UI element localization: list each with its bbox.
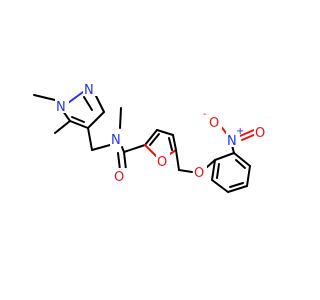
bond-ar-5-6: [211, 179, 229, 193]
bond-ch2-namide: [91, 144, 111, 151]
bond-namide-methyl: [119, 107, 122, 129]
atom-o-nitro-right: O: [255, 126, 265, 141]
bond-c3-c4: [87, 111, 105, 129]
structure-canvas: N N N O O O N + O - O: [33, 81, 268, 193]
bond-ar-6-1: [211, 159, 216, 181]
bond-ar-3-4: [246, 165, 251, 187]
atom-n-nitro: N: [227, 134, 237, 149]
bond-c3-c4: [156, 129, 174, 136]
bond-c4-c5f: [172, 134, 177, 151]
atom-labels: N N N O O O N + O - O: [55, 81, 268, 185]
bond-n1-n2: [67, 91, 84, 104]
bond-n2-c3-a: [83, 96, 93, 111]
bond-n2-c3-b: [95, 95, 105, 113]
bond-nnitro-oright-a: [239, 129, 255, 137]
bond-c4-c5-inner: [71, 116, 85, 123]
bond-c5f-ch2: [175, 149, 180, 171]
bond-c4-c5: [69, 120, 89, 129]
atom-o-ether: O: [194, 166, 204, 181]
bond-o-c2: [144, 144, 157, 157]
bond-ar-2-3: [233, 152, 251, 167]
bond-co-b: [117, 152, 121, 171]
bond-c2-c3-inner: [149, 133, 160, 146]
bond-c2-c3: [144, 129, 158, 146]
atom-n-pyrazole-2: N: [84, 83, 94, 98]
bond-c4-c5f-inner: [168, 137, 173, 151]
atom-o-nitro-top: O: [209, 116, 219, 131]
bond-c4-ch2: [87, 127, 93, 151]
bond-ar-1-2: [214, 152, 235, 161]
bond-ar-inner-b: [229, 182, 244, 188]
bond-ar-inner-a: [235, 159, 246, 169]
bond-c5-methyl: [54, 120, 71, 134]
bond-ccarbonyl-c2: [123, 144, 146, 153]
bond-ar-inner-c: [216, 163, 220, 179]
bond-nnitro-oright-b: [241, 133, 257, 141]
atom-n-pyrazole-1: N: [56, 100, 66, 115]
bond-co-a: [123, 151, 127, 171]
atom-o-furan: O: [157, 155, 167, 170]
molecule-structure: N N N O O O N + O - O: [33, 81, 268, 193]
atom-n-amide: N: [111, 133, 121, 148]
bond-n1-methyl: [33, 94, 56, 101]
atom-n-nitro-charge: +: [236, 126, 244, 137]
bond-oether-ar: [205, 159, 216, 169]
bond-ch2-oether: [178, 169, 193, 173]
bond-ar-4-5: [227, 185, 248, 193]
atom-o-carbonyl: O: [114, 170, 124, 185]
bonds: [33, 91, 257, 193]
atom-o-nitro-top-charge: -: [203, 109, 207, 120]
